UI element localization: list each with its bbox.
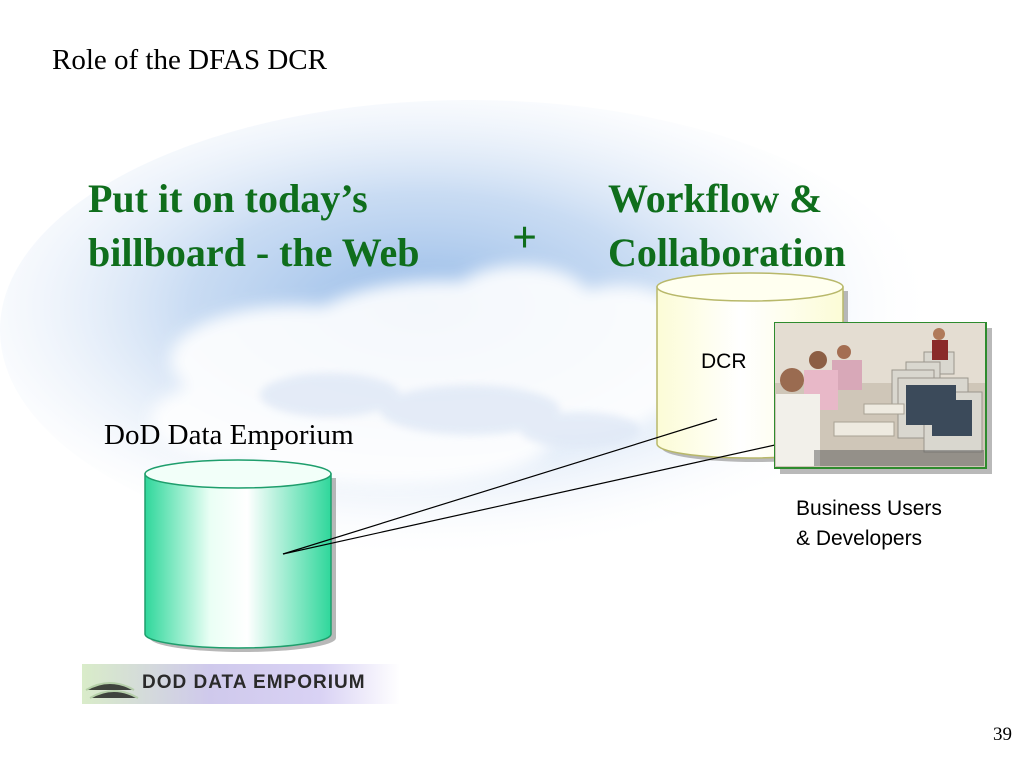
dcr-label: DCR bbox=[701, 350, 747, 373]
heading-right-line: Collaboration bbox=[608, 230, 846, 275]
heading-left-line: Put it on today’s bbox=[88, 176, 368, 221]
heading-left: Put it on today’s billboard - the Web bbox=[88, 172, 508, 280]
connector-line bbox=[282, 418, 718, 555]
heading-right-line: Workflow & bbox=[608, 176, 823, 221]
slide-title: Role of the DFAS DCR bbox=[52, 44, 327, 76]
emporium-cylinder bbox=[144, 459, 336, 652]
heading-right: Workflow & Collaboration bbox=[608, 172, 928, 280]
plus-sign: + bbox=[512, 213, 538, 262]
connector-line bbox=[282, 442, 785, 555]
computer-lab-photo bbox=[774, 322, 992, 474]
users-label: Business Users & Developers bbox=[796, 494, 1016, 554]
emporium-banner-text: DOD DATA EMPORIUM bbox=[142, 672, 366, 693]
emporium-label: DoD Data Emporium bbox=[104, 419, 354, 451]
users-label-line: & Developers bbox=[796, 527, 923, 550]
users-label-line: Business Users bbox=[796, 497, 942, 520]
page-number: 39 bbox=[993, 724, 1012, 745]
heading-left-line: billboard - the Web bbox=[88, 230, 420, 275]
